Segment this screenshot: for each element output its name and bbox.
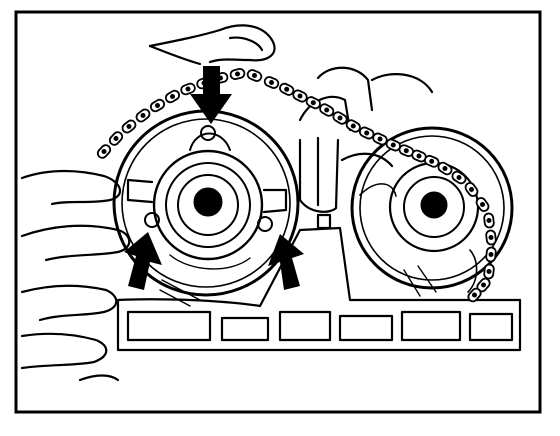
chain-pin xyxy=(488,251,494,257)
hand-top xyxy=(148,24,276,66)
chain-pin xyxy=(479,201,485,207)
chain-pin xyxy=(234,71,240,77)
arrow-lower-right xyxy=(268,234,304,290)
chain-pin xyxy=(310,100,316,106)
chain-pin xyxy=(377,136,383,142)
chain-pin xyxy=(486,217,492,223)
arrow-top xyxy=(190,66,232,124)
chain-pin xyxy=(480,282,486,288)
chain-pin xyxy=(488,234,494,240)
chain-pin xyxy=(486,268,492,274)
chain-pin xyxy=(284,86,290,92)
chain-pin xyxy=(185,86,191,92)
chain-pin xyxy=(337,115,343,121)
chain-pin xyxy=(442,165,448,171)
chain-pin xyxy=(154,103,160,109)
chain-pin xyxy=(324,107,330,113)
chain-pin xyxy=(140,113,146,119)
chain-pin xyxy=(390,142,396,148)
chain-pin xyxy=(429,158,435,164)
chain-pin xyxy=(113,135,119,141)
bolt-right xyxy=(257,216,273,232)
chain-pin xyxy=(456,174,462,180)
bolt-top xyxy=(200,125,216,141)
cylinder-head-casting xyxy=(116,66,522,352)
chain-pin xyxy=(169,94,175,100)
chain-pin xyxy=(101,148,107,154)
figure-frame xyxy=(14,10,542,414)
arrow-lower-left xyxy=(124,232,162,290)
chain-pin xyxy=(268,80,274,86)
chain-pin xyxy=(126,124,132,130)
chain-pin xyxy=(297,93,303,99)
chain-pin xyxy=(350,123,356,129)
timing-chain xyxy=(96,68,497,303)
bolt-left xyxy=(144,212,160,228)
chain-pin xyxy=(251,73,257,79)
chain-pin xyxy=(364,130,370,136)
chain-pin xyxy=(468,186,474,192)
right-cam-sprocket xyxy=(350,126,514,297)
chain-pin xyxy=(416,153,422,159)
left-cam-sprocket xyxy=(112,109,300,307)
chain-pin xyxy=(471,292,477,298)
chain-pin xyxy=(403,148,409,154)
hand-left xyxy=(20,169,131,382)
